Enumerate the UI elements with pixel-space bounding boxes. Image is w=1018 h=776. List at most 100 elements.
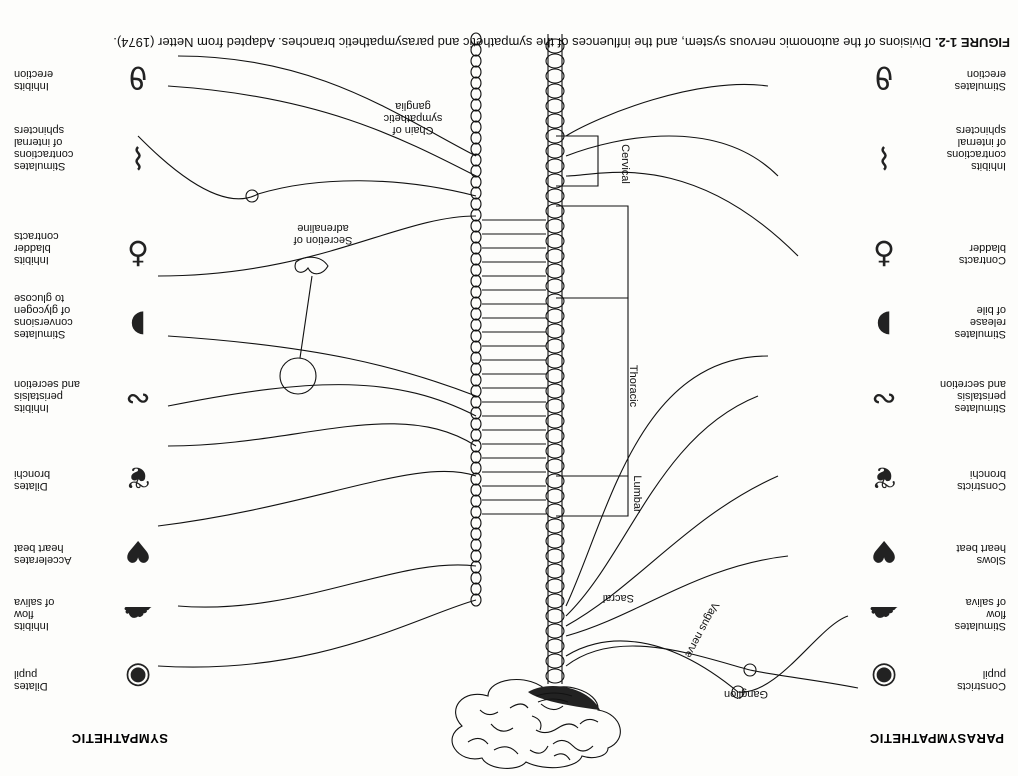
chain-ganglion bbox=[471, 561, 481, 573]
chain-ganglion bbox=[471, 77, 481, 89]
vertebral-segment bbox=[546, 54, 564, 68]
effect-label-bronchi: Dilates bronchi bbox=[14, 468, 110, 492]
ganglion-label: Ganglion bbox=[724, 688, 768, 700]
chain-ganglion bbox=[471, 407, 481, 419]
vertebral-segment bbox=[546, 354, 564, 368]
effect-label-erection: Inhibits erection bbox=[14, 68, 110, 92]
sympathetic-nerve-path bbox=[168, 385, 476, 416]
cervical-label: Cervical bbox=[619, 129, 631, 199]
caption-text: Divisions of the autonomic nervous syste… bbox=[113, 35, 931, 50]
chain-ganglion bbox=[471, 231, 481, 243]
effect-label-gut: Stimulates peristalsis and secretion bbox=[910, 378, 1006, 414]
parasympathetic-nerve-path bbox=[566, 396, 758, 616]
chain-ganglion bbox=[471, 121, 481, 133]
effect-label-sphincters: Inhibits contractions of internal sphinc… bbox=[910, 124, 1006, 172]
effect-label-sphincters: Stimulates contractions of internal sphi… bbox=[14, 124, 110, 172]
chain-ganglion bbox=[471, 352, 481, 364]
gallbladder-icon: ◗ bbox=[864, 306, 904, 342]
effect-label-heart: Accelerates heart beat bbox=[14, 542, 110, 566]
chain-ganglion bbox=[471, 528, 481, 540]
vertebral-segment bbox=[546, 264, 564, 278]
effect-label-bladder: Contracts bladder bbox=[910, 242, 1006, 266]
vertebral-segment bbox=[546, 399, 564, 413]
region-brackets bbox=[556, 136, 628, 516]
chain-ganglion bbox=[471, 209, 481, 221]
salivary-gland-icon: ☁ bbox=[118, 598, 158, 634]
chain-ganglion bbox=[471, 484, 481, 496]
vertebral-segment bbox=[546, 654, 564, 668]
chain-ganglion bbox=[471, 539, 481, 551]
chain-ganglion bbox=[471, 583, 481, 595]
chain-ganglion bbox=[471, 495, 481, 507]
thoracic-label: Thoracic bbox=[627, 351, 639, 421]
vertebral-segment bbox=[546, 219, 564, 233]
liver-icon: ◗ bbox=[118, 306, 158, 342]
brain-illustration bbox=[452, 680, 620, 769]
effect-label-bile: Stimulates release of bile bbox=[910, 304, 1006, 340]
chain-ganglion bbox=[471, 198, 481, 210]
chain-ganglion bbox=[471, 99, 481, 111]
chain-ganglion bbox=[471, 187, 481, 199]
chain-ganglion bbox=[471, 275, 481, 287]
chain-ganglion bbox=[471, 286, 481, 298]
effect-label-eye: Dilates pupil bbox=[14, 668, 110, 692]
vertebral-segment bbox=[546, 159, 564, 173]
parasympathetic-nerve-path bbox=[566, 556, 788, 636]
vertebral-segment bbox=[546, 189, 564, 203]
vertebral-segment bbox=[546, 294, 564, 308]
chain-ganglion bbox=[471, 341, 481, 353]
vertebral-segment bbox=[546, 609, 564, 623]
vertebral-segment bbox=[546, 144, 564, 158]
chain-ganglion bbox=[471, 451, 481, 463]
sympathetic-nerve-path bbox=[138, 136, 476, 199]
parasympathetic-nerve-path bbox=[566, 476, 778, 626]
vertebral-segment bbox=[546, 84, 564, 98]
effect-label-bladder: Inhibits bladder contracts bbox=[14, 230, 110, 266]
bladder-icon: ♁ bbox=[864, 232, 904, 268]
vertebral-segment bbox=[546, 579, 564, 593]
caption-label: FIGURE 1-2. bbox=[935, 35, 1010, 50]
vertebral-segment bbox=[546, 69, 564, 83]
chain-ganglion bbox=[471, 132, 481, 144]
chain-ganglion bbox=[471, 517, 481, 529]
chain-ganglion bbox=[471, 176, 481, 188]
vertebral-segment bbox=[546, 384, 564, 398]
effect-label-bronchi: Constricts bronchi bbox=[910, 468, 1006, 492]
effect-label-gut: Inhibits peristalsis and secretion bbox=[14, 378, 110, 414]
chain-ganglion bbox=[471, 242, 481, 254]
vertebral-segment bbox=[546, 459, 564, 473]
intestine-icon: ∾ bbox=[864, 380, 904, 416]
chain-ganglion bbox=[471, 418, 481, 430]
chain-ganglion bbox=[471, 165, 481, 177]
chain-ganglion bbox=[471, 88, 481, 100]
vertebral-segment bbox=[546, 639, 564, 653]
chain-label: Chain of sympathetic ganglia bbox=[368, 100, 458, 136]
sympathetic-nerve-path bbox=[158, 600, 476, 667]
chain-ganglion bbox=[471, 143, 481, 155]
vertebral-segment bbox=[546, 234, 564, 248]
eye-icon: ◉ bbox=[864, 658, 904, 694]
lungs-icon: ❦ bbox=[864, 458, 904, 494]
chain-ganglion bbox=[471, 572, 481, 584]
sympathetic-title: SYMPATHETIC bbox=[71, 731, 168, 746]
genital-icon: ϑ bbox=[864, 58, 904, 94]
ganglion-connectors bbox=[482, 220, 546, 514]
adrenal-gland-icon bbox=[295, 257, 328, 274]
vertebral-segment bbox=[546, 324, 564, 338]
sphincter-icon: ⌇ bbox=[118, 138, 158, 174]
heart-icon: ♥ bbox=[864, 532, 904, 568]
parasympathetic-nerve-path bbox=[566, 356, 768, 606]
parasympathetic-nerve-path bbox=[566, 172, 798, 256]
spinal-cord bbox=[546, 34, 564, 684]
effect-label-saliva: Stimulates flow of saliva bbox=[910, 596, 1006, 632]
salivary-gland-icon: ☁ bbox=[864, 598, 904, 634]
vertebral-segment bbox=[546, 414, 564, 428]
lumbar-label: Lumbar bbox=[631, 459, 643, 529]
sympathetic-nerve-path bbox=[158, 471, 476, 526]
adrenaline-label: Secretion of adrenaline bbox=[278, 222, 368, 246]
chain-ganglion bbox=[471, 110, 481, 122]
parasympathetic-nerve-path bbox=[566, 646, 858, 688]
chain-ganglion bbox=[471, 319, 481, 331]
